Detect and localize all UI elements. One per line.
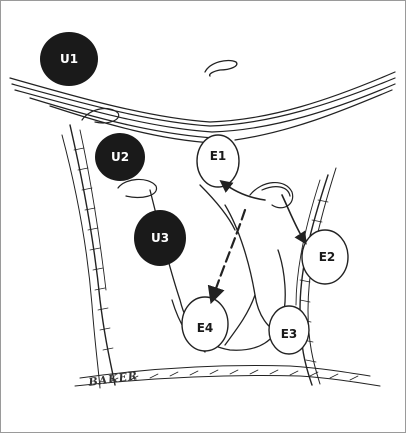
artist-signature: BAKER (87, 369, 139, 389)
left-loop-lower (118, 179, 157, 197)
e4-label: E4 (197, 321, 214, 335)
u2-label: U2 (111, 150, 129, 164)
e3-label: E3 (281, 327, 298, 341)
small-loop-top (205, 60, 237, 76)
u3-label: U3 (151, 231, 169, 245)
arrow-to-e1 (222, 182, 265, 200)
e1-label: E1 (210, 149, 227, 163)
e2-label: E2 (319, 250, 336, 264)
u1-label: U1 (60, 52, 78, 66)
arrow-to-e2 (282, 195, 305, 242)
dashed-arrow-to-e4 (212, 210, 245, 300)
